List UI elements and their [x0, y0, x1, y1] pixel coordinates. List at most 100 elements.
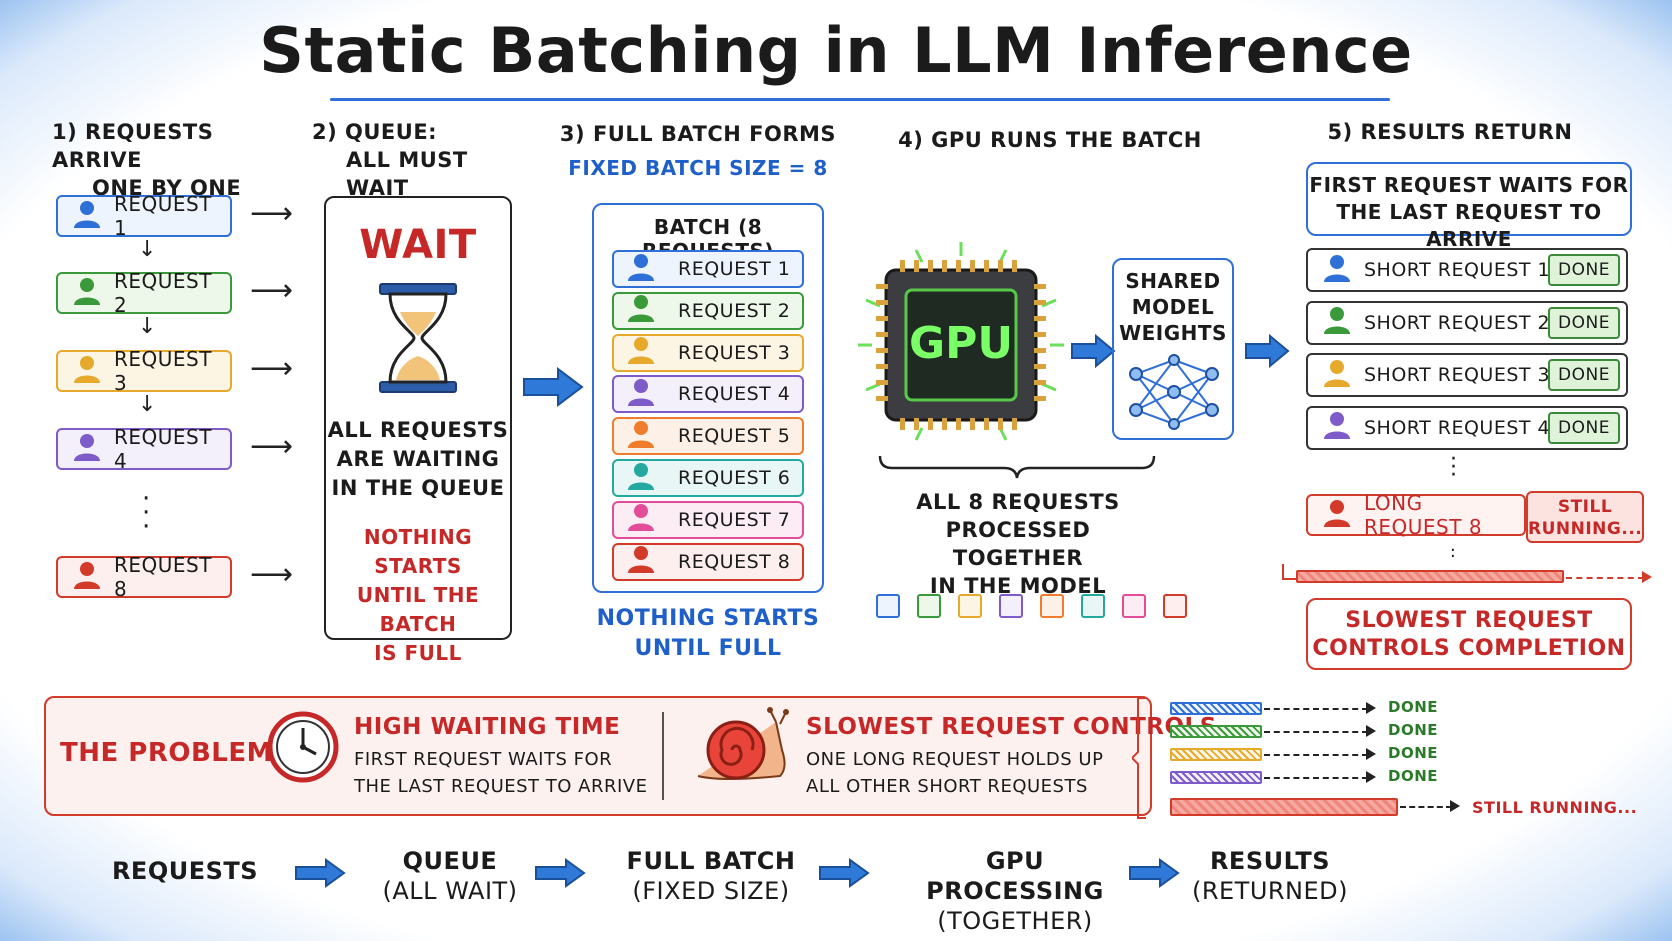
- person-icon: [626, 419, 656, 454]
- weights-box: [1112, 258, 1234, 440]
- batch-box: [592, 203, 824, 593]
- arrival-arrow: ⟶: [250, 557, 294, 592]
- person-icon: [626, 335, 656, 370]
- problem1-text-line2: the last request to arrive: [354, 776, 648, 797]
- results-callout-box: [1306, 162, 1632, 236]
- problems-label: The problems: [60, 738, 293, 768]
- arrival-arrow: ⟶: [250, 196, 294, 231]
- weights-label-line1: Shared: [1125, 269, 1221, 293]
- problem2-title: Slowest request controls: [806, 714, 1217, 740]
- timeline-done-label: Done: [1388, 721, 1439, 739]
- timeline-bar-long: [1170, 798, 1398, 816]
- still-running-line2: running...: [1528, 519, 1643, 539]
- timeline-done-label: Done: [1388, 767, 1439, 785]
- queue-note-line3: is full: [374, 641, 462, 665]
- queue-text-line3: in the queue: [331, 476, 505, 500]
- gpu-caption: All 8 requests processed together in the…: [880, 488, 1156, 600]
- step5-header: 5) Results return: [1327, 120, 1573, 144]
- request-color-square: [958, 594, 982, 618]
- flow-step-2: Queue(all wait): [360, 846, 540, 906]
- page-title: Static Batching in LLM Inference: [259, 14, 1413, 87]
- down-arrow: ↓: [138, 237, 157, 262]
- still-running-badge: Still running...: [1526, 491, 1644, 543]
- person-icon: [1322, 305, 1352, 340]
- gpu-caption-line2: processed together: [945, 518, 1091, 570]
- queue-box: [324, 196, 512, 640]
- request-color-square: [1040, 594, 1064, 618]
- arrival-request-label: Request 4: [114, 425, 212, 473]
- person-icon: [626, 377, 656, 412]
- long-request-arrowhead: [1642, 571, 1652, 583]
- queue-note: Nothing starts until the batch is full: [324, 523, 512, 668]
- flow-step-label: Full batch: [626, 847, 796, 875]
- problem2-text-line1: One long request holds up: [806, 749, 1104, 770]
- flow-step-4: GPU processing(together): [900, 846, 1130, 936]
- flow-step-label: GPU processing: [926, 847, 1104, 905]
- queue-note-line1: Nothing starts: [363, 525, 473, 578]
- step3-header: 3) Full batch forms: [559, 122, 837, 146]
- request-color-square: [1122, 594, 1146, 618]
- still-running-line1: Still: [1557, 497, 1613, 517]
- problems-divider: [662, 712, 664, 800]
- person-icon: [626, 293, 656, 328]
- flow-arrow: [818, 858, 870, 892]
- arrival-request-5: Request 8: [56, 553, 232, 601]
- batch-request-label: Request 6: [678, 467, 791, 489]
- clock-icon: [267, 711, 339, 783]
- long-request-row: Long request 8: [1306, 491, 1526, 539]
- timeline-bar-short: [1170, 748, 1262, 761]
- results-callout-line1: First request waits for: [1309, 173, 1629, 197]
- snail-icon: [697, 707, 789, 780]
- hourglass-icon: [379, 283, 457, 393]
- timeline-bracket: [1132, 697, 1146, 819]
- person-icon: [72, 199, 102, 234]
- person-icon: [72, 354, 102, 389]
- person-icon: [1322, 498, 1352, 533]
- person-icon: [626, 461, 656, 496]
- timeline-still-running: Still running...: [1472, 798, 1638, 817]
- person-icon: [72, 560, 102, 595]
- long-request-dash: [1566, 577, 1644, 579]
- queue-text-line1: All requests: [327, 418, 509, 442]
- batch-note-line2: until full: [634, 636, 782, 661]
- slowest-box: [1306, 598, 1632, 670]
- neural-network-icon: [1129, 354, 1219, 430]
- timeline-bar-short: [1170, 771, 1262, 784]
- problems-panel: [44, 696, 1152, 816]
- flow-step-sublabel: (returned): [1191, 877, 1349, 905]
- done-badge: Done: [1548, 359, 1620, 391]
- batch-note-line1: Nothing starts: [596, 606, 820, 631]
- person-icon: [72, 276, 102, 311]
- step3-subheader: Fixed batch size = 8: [568, 156, 828, 180]
- gpu-label: GPU: [908, 318, 1014, 369]
- problem2-text-line2: all other short requests: [806, 776, 1088, 797]
- arrival-request-label: Request 8: [114, 553, 212, 601]
- batch-request-3: Request 3: [612, 333, 804, 372]
- step2-header-line1: 2) Queue:: [312, 120, 438, 144]
- step2-header-line2: all must wait: [346, 148, 468, 200]
- batch-request-label: Request 7: [678, 508, 791, 531]
- timeline-dash: [1400, 806, 1452, 808]
- title-underline: [330, 98, 1390, 101]
- flow-arrow: [1128, 858, 1180, 892]
- done-badge: Done: [1548, 254, 1620, 286]
- result-row-label: Short request 3: [1364, 364, 1551, 386]
- batch-request-label: Request 8: [678, 550, 791, 573]
- batch-request-label: Request 5: [678, 425, 791, 448]
- batch-note: Nothing starts until full: [592, 604, 824, 664]
- slowest-line1: Slowest request: [1345, 608, 1593, 633]
- step4-header: 4) GPU runs the batch: [898, 128, 1202, 152]
- flow-step-label: Results: [1209, 847, 1331, 875]
- results-callout-line2: the last request to arrive: [1336, 200, 1602, 251]
- batch-request-1: Request 1: [612, 250, 804, 288]
- flow-step-label: Requests: [111, 857, 259, 885]
- request-color-square: [917, 594, 941, 618]
- batch-request-7: Request 7: [612, 500, 804, 539]
- person-icon: [626, 252, 656, 287]
- flow-step-sublabel: (together): [937, 907, 1093, 935]
- batch-request-label: Request 4: [678, 383, 791, 406]
- batch-request-label: Request 3: [678, 341, 791, 364]
- down-arrow: ↓: [138, 392, 157, 417]
- person-icon: [72, 432, 102, 467]
- queue-text-line2: are waiting: [336, 447, 500, 471]
